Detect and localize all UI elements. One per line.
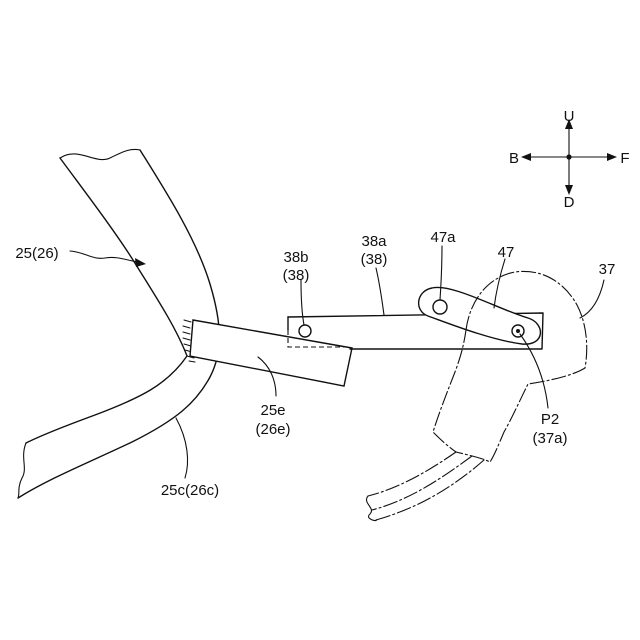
compass-up-label: U: [564, 108, 575, 125]
label-pivot-main: P2: [541, 411, 559, 428]
label-bracket-b-main: 38b: [283, 249, 308, 266]
label-link: 47: [498, 244, 515, 261]
frame-member: [18, 149, 219, 498]
arrow-back-icon: [521, 153, 531, 161]
label-link-pin: 47a: [430, 229, 456, 246]
label-bracket-end-main: 25e: [260, 402, 285, 419]
label-bracket-a-paren: (38): [361, 251, 388, 268]
bracket-end-plate: [190, 320, 352, 386]
label-bracket-end-paren: (26e): [255, 421, 290, 438]
label-bracket-b-paren: (38): [283, 267, 310, 284]
compass-front-label: F: [620, 150, 629, 167]
compass-down-label: D: [564, 194, 575, 211]
link-47: [419, 287, 541, 344]
arrow-front-icon: [607, 153, 617, 161]
direction-compass: U D B F: [509, 108, 630, 211]
label-pivot-paren: (37a): [532, 430, 567, 447]
label-frame-curve: 25c(26c): [161, 482, 219, 499]
compass-back-label: B: [509, 150, 519, 167]
label-unit: 37: [599, 261, 616, 278]
bracket-hole-38b: [299, 325, 311, 337]
label-bracket-a-main: 38a: [361, 233, 387, 250]
label-frame: 25(26): [15, 245, 58, 262]
